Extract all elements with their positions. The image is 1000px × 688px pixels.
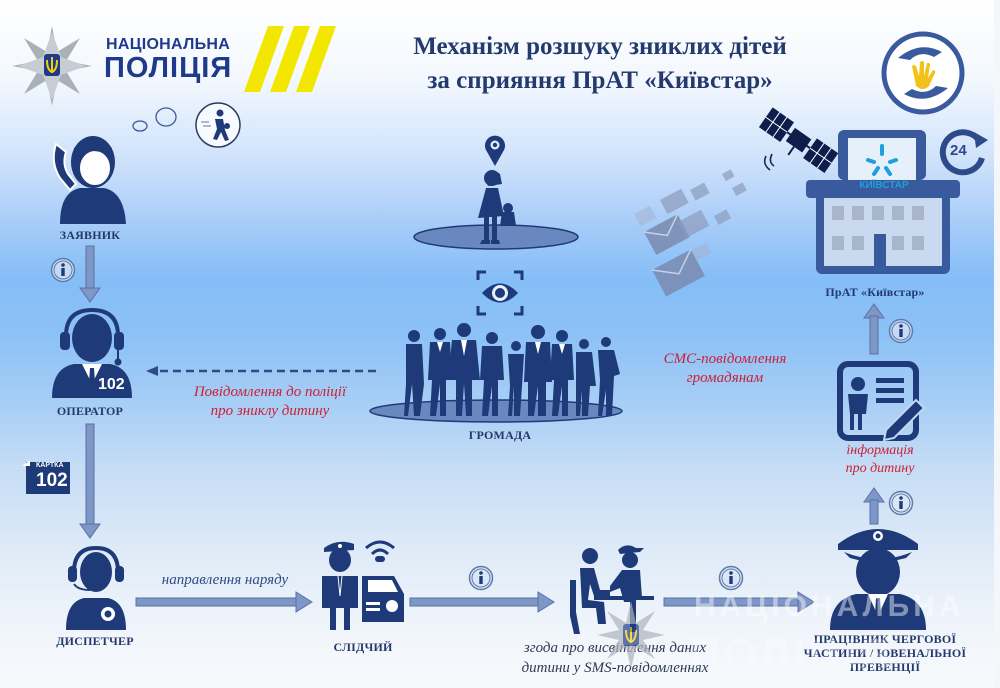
operator-headset-icon: [52, 307, 132, 398]
arrow-up-officer-childinfo: [863, 487, 885, 525]
watermark-police-star-icon: [597, 601, 665, 669]
kyivstar-building-icon: [806, 130, 960, 274]
police-star-icon: [12, 26, 92, 106]
thought-bubbles: [132, 107, 177, 132]
arrow-down-operator-dispatcher: [79, 423, 101, 539]
dispatcher-headset-icon: [66, 545, 126, 630]
logo-text-national: НАЦІОНАЛЬНА: [106, 36, 231, 53]
edge-label-child-info: інформація про дитину: [820, 442, 940, 478]
edge-label-child-info-line2: про дитину: [845, 461, 915, 476]
edge-label-dispatch: направлення наряду: [161, 572, 289, 588]
24-hours-label: 24: [950, 142, 967, 159]
edge-label-child-info-line1: інформація: [846, 443, 914, 458]
node-label-dispatcher: ДИСПЕТЧЕР: [56, 634, 134, 648]
sms-envelopes-icon: [634, 169, 747, 297]
dashed-arrow-community-operator: [146, 366, 380, 376]
edge-label-report-line1: Повідомлення до поліції: [193, 384, 347, 400]
watermark-line1: НАЦІОНАЛЬНА: [694, 590, 965, 623]
officer-label-line2: ЧАСТИНИ / ЮВЕНАЛЬНОЇ: [803, 646, 967, 660]
running-child-icon: [195, 102, 241, 148]
info-icon: [888, 318, 914, 344]
missing-child-silhouette-icon: [478, 170, 516, 244]
arrow-right-dispatcher-investigator: [135, 591, 313, 613]
info-icon: [888, 490, 914, 516]
officer-label-line3: ПРЕВЕНЦІЇ: [849, 660, 921, 674]
watermark-line2: ПОЛІЦІЯ: [690, 630, 894, 677]
edge-label-sms-line2: громадянам: [686, 370, 764, 386]
edge-label-consent-line2: дитини у SMS-повідомленнях: [521, 660, 709, 676]
arrow-down-applicant-operator: [79, 245, 101, 303]
edge-label-sms: СМС-повідомлення громадянам: [640, 350, 810, 388]
edge-label-consent: згода про висвітлення даних дитини у SMS…: [490, 638, 740, 678]
operator-102-badge: 102: [98, 376, 125, 393]
yellow-stripes-icon: [244, 26, 336, 92]
applicant-phone-person-icon: [52, 136, 126, 224]
edge-label-report: Повідомлення до поліції про зниклу дитин…: [160, 383, 380, 421]
info-icon: [718, 565, 744, 591]
logo-text-police: ПОЛІЦІЯ: [104, 52, 233, 84]
node-label-applicant: ЗАЯВНИК: [59, 228, 121, 242]
card-102-icon: [22, 460, 70, 494]
title-line-2: за сприяння ПрАТ «Київстар»: [427, 67, 773, 94]
node-label-investigator: СЛІДЧИЙ: [333, 640, 393, 654]
kyivstar-sign: КИЇВСТАР: [859, 180, 909, 191]
child-profile-document-icon: [837, 361, 926, 442]
eye-scan-icon: [476, 270, 524, 316]
info-icon: [468, 565, 494, 591]
community-crowd-icon: [404, 323, 620, 416]
node-label-community: ГРОМАДА: [468, 428, 532, 442]
title-line-1: Механізм розшуку зниклих дітей: [413, 33, 787, 60]
officer-label-line1: ПРАЦІВНИК ЧЕРГОВОЇ: [813, 632, 957, 646]
officer-cap-icon: [830, 529, 926, 630]
arrow-right-investigator-consent: [409, 591, 555, 613]
arrow-right-consent-officer: [663, 591, 815, 613]
node-label-kyivstar: ПрАТ «Київстар»: [825, 285, 925, 299]
right-edge-border: [994, 0, 1000, 688]
satellite-icon: [758, 107, 839, 173]
card-number: 102: [36, 470, 68, 491]
24-hours-icon: [939, 129, 988, 176]
node-label-officer: ПРАЦІВНИК ЧЕРГОВОЇ ЧАСТИНИ / ЮВЕНАЛЬНОЇ …: [800, 632, 970, 674]
node-label-operator: ОПЕРАТОР: [56, 404, 124, 418]
card-label: КАРТКА: [36, 462, 64, 469]
page-title: Механізм розшуку зниклих дітей за сприян…: [340, 30, 860, 98]
info-icon: [50, 257, 76, 283]
arrow-up-childinfo-kyivstar: [863, 303, 885, 355]
investigator-police-car-icon: [322, 540, 404, 630]
location-pin-icon: [485, 135, 505, 166]
edge-label-sms-line1: СМС-повідомлення: [663, 351, 787, 367]
edge-label-report-line2: про зниклу дитину: [210, 403, 330, 419]
hands-child-icon: [881, 31, 965, 115]
